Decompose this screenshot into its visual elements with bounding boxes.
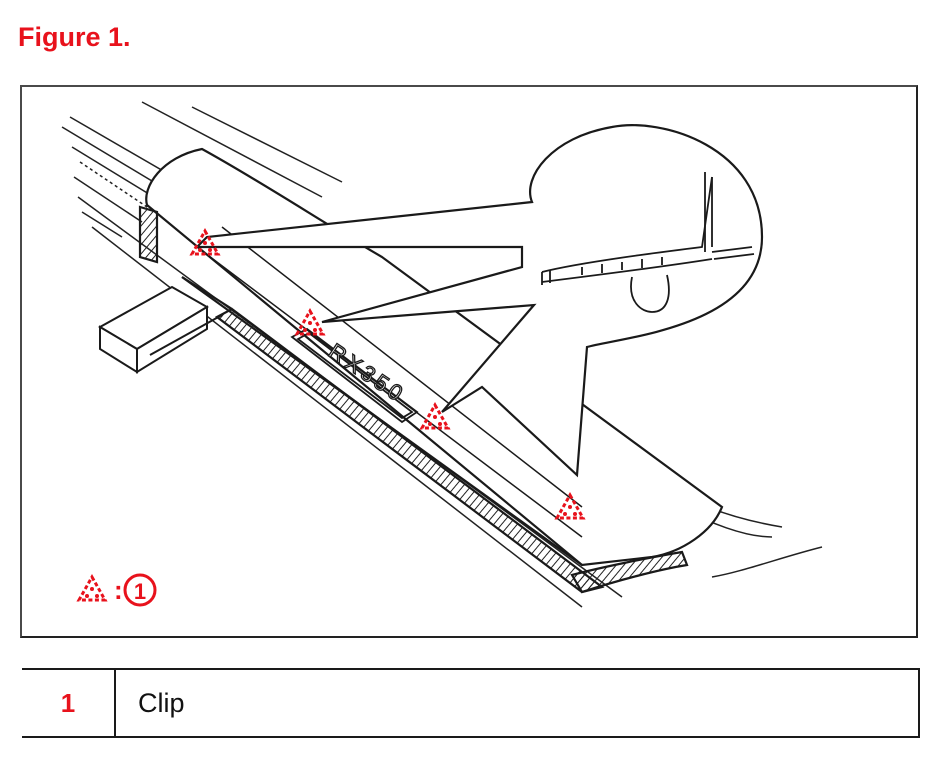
key-number: 1	[134, 579, 146, 604]
legend-number: 1	[60, 687, 76, 718]
legend-row: 1 Clip	[22, 668, 920, 738]
legend-description-cell: Clip	[115, 668, 920, 738]
legend-description: Clip	[138, 687, 185, 718]
key-clip-marker	[77, 575, 107, 602]
scuff-plate-diagram: RX350 : 1	[61, 101, 823, 608]
emblem	[290, 327, 419, 424]
side-bracket	[97, 285, 223, 374]
legend-number-cell: 1	[22, 668, 116, 738]
diagram-frame: RX350 : 1	[20, 85, 918, 638]
detail-callout	[194, 124, 764, 478]
key-number-circle	[123, 573, 157, 607]
clip-cross-section	[541, 172, 755, 313]
figure-title: Figure 1.	[18, 22, 131, 52]
legend-table: 1 Clip	[22, 668, 920, 738]
key-colon: :	[114, 575, 123, 605]
